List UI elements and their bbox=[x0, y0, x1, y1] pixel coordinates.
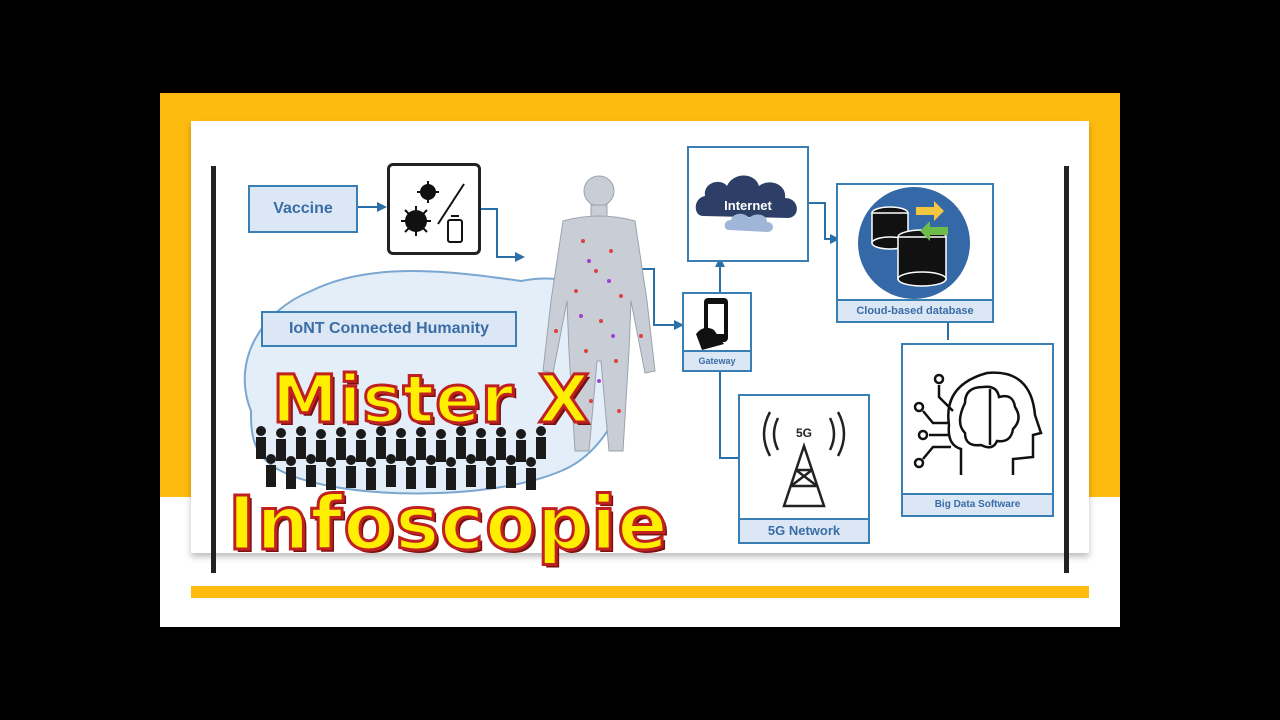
gateway-label: Gateway bbox=[684, 350, 750, 370]
overlay-title-line2: Infoscopie bbox=[227, 480, 670, 569]
gateway-box: Gateway bbox=[682, 292, 752, 372]
internet-label: Internet bbox=[724, 198, 772, 213]
big-data-box: Big Data Software bbox=[901, 343, 1054, 517]
arrow-head bbox=[830, 234, 840, 244]
crowd-icon bbox=[256, 426, 546, 490]
internet-box: Internet bbox=[687, 146, 809, 262]
iont-humanity-label: IoNT Connected Humanity bbox=[261, 311, 517, 347]
cloud-database-box: Cloud-based database bbox=[836, 183, 994, 323]
ai-brain-icon bbox=[913, 371, 1043, 475]
arrow-head bbox=[377, 202, 387, 212]
human-body-icon bbox=[542, 175, 656, 452]
left-divider bbox=[211, 166, 216, 573]
thumbnail-frame: Vaccine IoNT Connected Humani bbox=[160, 93, 1120, 627]
virus-syringe-icon bbox=[401, 181, 465, 243]
5g-icon-text: 5G bbox=[795, 426, 812, 440]
database-icon bbox=[858, 187, 970, 299]
arrow-head bbox=[715, 257, 725, 267]
nanoparticle-dots bbox=[554, 239, 643, 413]
cloud-icon bbox=[695, 175, 797, 232]
arrow-head bbox=[674, 320, 684, 330]
arrow-head bbox=[515, 252, 525, 262]
vaccine-icon-box bbox=[387, 163, 481, 255]
smartphone-icon bbox=[696, 298, 728, 350]
vaccine-label: Vaccine bbox=[248, 185, 358, 233]
cell-tower-icon bbox=[762, 411, 846, 508]
bottom-yellow-line bbox=[191, 586, 1089, 598]
diagram-panel: Vaccine IoNT Connected Humani bbox=[191, 121, 1089, 573]
right-divider bbox=[1064, 166, 1069, 573]
5g-network-label: 5G Network bbox=[740, 518, 868, 542]
overlay-title-line1: Mister X bbox=[270, 360, 591, 440]
cloud-database-label: Cloud-based database bbox=[838, 299, 992, 321]
5g-network-box: 5G 5G Network bbox=[738, 394, 870, 544]
nanoparticle-dots-violet bbox=[579, 259, 615, 383]
big-data-label: Big Data Software bbox=[903, 493, 1052, 515]
